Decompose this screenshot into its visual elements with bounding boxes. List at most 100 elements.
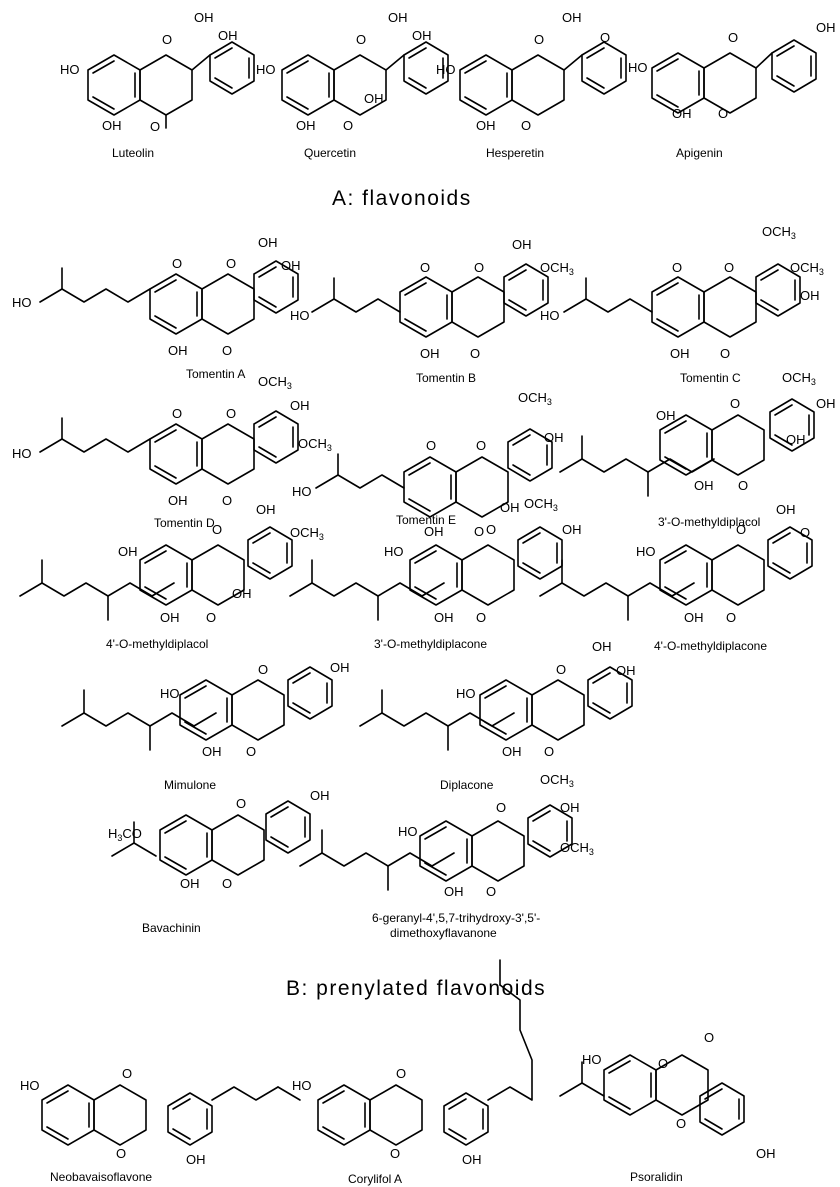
oh-atom-label: OH bbox=[281, 258, 301, 273]
structure-quercetin: HO O OH O OH OH OH bbox=[256, 10, 449, 133]
ho-atom-label: HO bbox=[292, 1078, 312, 1093]
oh-atom-label: OH bbox=[544, 430, 564, 445]
structure-corylifol-a: HO O O OH bbox=[292, 959, 533, 1167]
o-atom-label: O bbox=[720, 346, 730, 361]
o-atom-label: O bbox=[556, 662, 566, 677]
structure-bavachinin: H3CO O OH O OH bbox=[108, 788, 330, 891]
structure-luteolin: HO O O OH OH OH bbox=[60, 10, 255, 134]
structure-diplacone: HO O OH O OH OH bbox=[359, 639, 636, 759]
o-atom-label: O bbox=[396, 1066, 406, 1081]
o-atom-label: O bbox=[730, 396, 740, 411]
oh-atom-label: OH bbox=[168, 343, 188, 358]
label-3-o-methyldiplacol: 3'-O-methyldiplacol bbox=[658, 515, 760, 529]
structure-apigenin: HO O OH O OH bbox=[628, 20, 836, 121]
oh-atom-label: OH bbox=[800, 288, 820, 303]
oh-atom-label: OH bbox=[694, 478, 714, 493]
section-b-title: B: prenylated flavonoids bbox=[286, 977, 546, 1000]
oh-atom-label: OH bbox=[194, 10, 214, 25]
och3-label: OCH3 bbox=[290, 525, 324, 542]
o-atom-label: O bbox=[222, 343, 232, 358]
section-a-title: A: flavonoids bbox=[332, 187, 472, 210]
och3-label: OCH3 bbox=[298, 436, 332, 453]
o-atom-label: O bbox=[356, 32, 366, 47]
label-corylifol-a: Corylifol A bbox=[348, 1172, 402, 1186]
label-tomentin-d: Tomentin D bbox=[154, 516, 215, 530]
structure-tomentin-a: HO O O OH O OH OH bbox=[12, 235, 301, 358]
och3-label: OCH3 bbox=[782, 370, 816, 387]
och3-label: OCH3 bbox=[540, 260, 574, 277]
oh-atom-label: OH bbox=[186, 1152, 206, 1167]
oh-atom-label: OH bbox=[512, 237, 532, 252]
o-atom-label: O bbox=[726, 610, 736, 625]
ho-atom-label: HO bbox=[20, 1078, 40, 1093]
o-atom-label: O bbox=[672, 260, 682, 275]
oh-atom-label: OH bbox=[476, 118, 496, 133]
och3-label: OCH3 bbox=[258, 374, 292, 391]
o-atom-label: O bbox=[236, 796, 246, 811]
ho-atom-label: HO bbox=[292, 484, 312, 499]
label-tomentin-e: Tomentin E bbox=[396, 513, 456, 527]
oh-atom-label: OH bbox=[756, 1146, 776, 1161]
o-atom-label: O bbox=[496, 800, 506, 815]
ho-atom-label: HO bbox=[436, 62, 456, 77]
structure-4-o-methyldiplacol: OH O OH O OH OH OCH3 bbox=[19, 502, 324, 625]
oh-atom-label: OH bbox=[816, 20, 836, 35]
structure-mimulone: HO O OH O OH bbox=[61, 660, 350, 759]
label-bavachinin: Bavachinin bbox=[142, 921, 201, 935]
o-atom-label: O bbox=[162, 32, 172, 47]
o-atom-label: O bbox=[343, 118, 353, 133]
oh-atom-label: OH bbox=[420, 346, 440, 361]
o-atom-label: O bbox=[486, 522, 496, 537]
ho-atom-label: HO bbox=[12, 446, 32, 461]
ho-atom-label: HO bbox=[398, 824, 418, 839]
structure-tomentin-e: HO O O OH O OH OCH3 OH bbox=[292, 390, 564, 539]
oh-atom-label: OH bbox=[444, 884, 464, 899]
o-atom-label: O bbox=[226, 406, 236, 421]
o-atom-label: O bbox=[420, 260, 430, 275]
o-atom-label: O bbox=[206, 610, 216, 625]
structure-geranyl-trihydroxy-flavanone: HO O OH O OCH3 OH OCH3 bbox=[299, 772, 594, 899]
o-atom-label: O bbox=[544, 744, 554, 759]
ho-atom-label: HO bbox=[582, 1052, 602, 1067]
oh-atom-label: OH bbox=[560, 800, 580, 815]
structure-3-o-methyldiplacol: OH O OH O OH OCH3 OH bbox=[559, 370, 836, 497]
o-atom-label: O bbox=[172, 256, 182, 271]
o-atom-label: O bbox=[474, 260, 484, 275]
o-atom-label: O bbox=[676, 1116, 686, 1131]
structure-psoralidin: HO O O O OH bbox=[559, 1030, 776, 1161]
o-atom-label: O bbox=[426, 438, 436, 453]
o-atom-label: O bbox=[704, 1030, 714, 1045]
o-atom-label: O bbox=[800, 525, 810, 540]
o-atom-label: O bbox=[738, 478, 748, 493]
label-apigenin: Apigenin bbox=[676, 146, 723, 160]
label-geranyl-line2: dimethoxyflavanone bbox=[390, 926, 497, 940]
och3-label: OCH3 bbox=[762, 224, 796, 241]
o-atom-label: O bbox=[658, 1056, 668, 1071]
oh-atom-label: OH bbox=[672, 106, 692, 121]
o-atom-label: O bbox=[718, 106, 728, 121]
oh-atom-label: OH bbox=[500, 500, 520, 515]
oh-atom-label: OH bbox=[670, 346, 690, 361]
structure-neobavaisoflavone: HO O O OH bbox=[20, 1066, 301, 1167]
och3-label: OCH3 bbox=[524, 496, 558, 513]
oh-atom-label: OH bbox=[816, 396, 836, 411]
o-atom-label: O bbox=[724, 260, 734, 275]
oh-atom-label: OH bbox=[462, 1152, 482, 1167]
oh-atom-label: OH bbox=[296, 118, 316, 133]
oh-atom-label: OH bbox=[202, 744, 222, 759]
o-atom-label: O bbox=[150, 119, 160, 134]
oh-atom-label: OH bbox=[180, 876, 200, 891]
och3-label: OCH3 bbox=[540, 772, 574, 789]
oh-atom-label: OH bbox=[364, 91, 384, 106]
structure-tomentin-d: HO O O OH O OCH3 OH OCH3 bbox=[12, 374, 332, 508]
ho-atom-label: HO bbox=[636, 544, 656, 559]
och3-label: OCH3 bbox=[790, 260, 824, 277]
o-atom-label: O bbox=[258, 662, 268, 677]
label-4-o-methyldiplacol: 4'-O-methyldiplacol bbox=[106, 637, 208, 651]
oh-atom-label: OH bbox=[218, 28, 238, 43]
oh-atom-label: OH bbox=[330, 660, 350, 675]
oh-atom-label: OH bbox=[168, 493, 188, 508]
oh-atom-label: OH bbox=[256, 502, 276, 517]
structure-4-o-methyldiplacone: HO O OH O OH O bbox=[539, 502, 813, 625]
o-atom-label: O bbox=[390, 1146, 400, 1161]
